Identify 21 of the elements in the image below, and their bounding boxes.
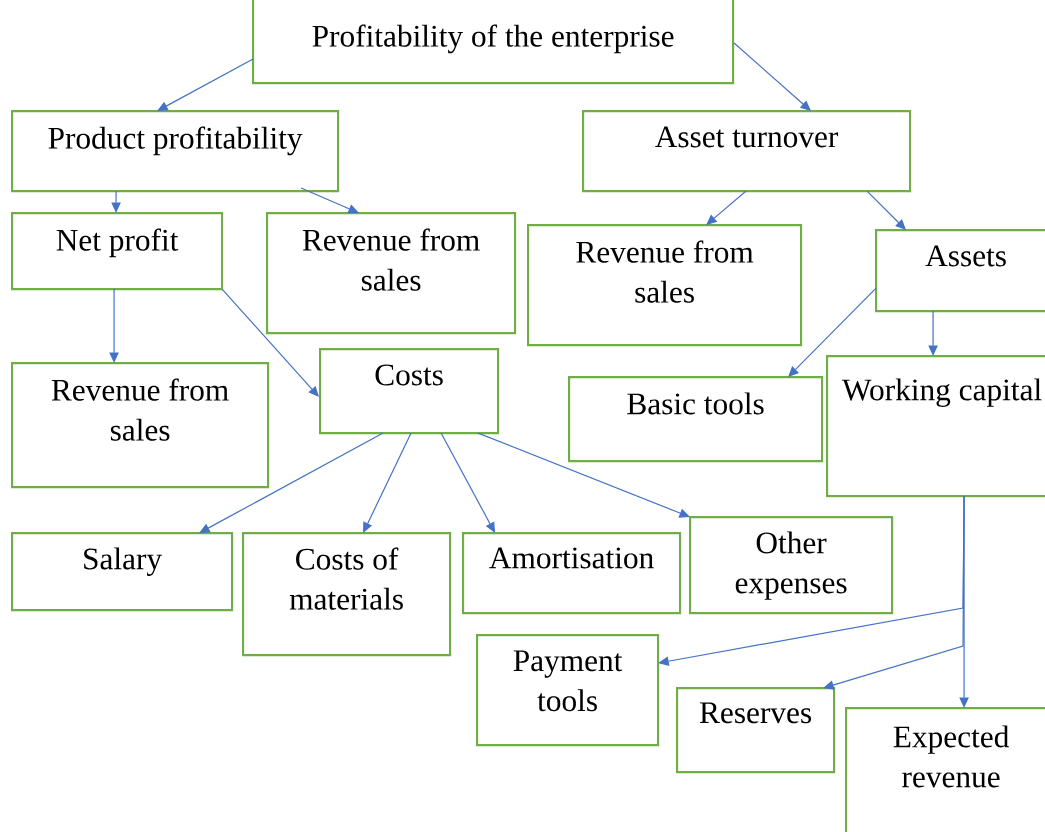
process-box: Basic tools [568, 376, 824, 463]
process-box: Salary [11, 532, 234, 612]
process-box: Product profitability [11, 110, 340, 193]
arrow [111, 190, 121, 213]
process-box: Revenue from sales [11, 362, 270, 489]
process-box: Profitability of the enterprise [252, 0, 735, 85]
arrow [928, 310, 938, 356]
process-box: Revenue from sales [527, 224, 803, 347]
process-box: Costs of materials [242, 532, 452, 657]
process-box: Costs [319, 348, 500, 435]
process-box: Working capital [826, 355, 1045, 498]
process-box: Expected revenue [845, 707, 1045, 832]
arrow [109, 288, 119, 363]
process-box: Revenue from sales [266, 212, 517, 335]
process-box: Reserves [676, 687, 836, 774]
process-box: Other expenses [689, 516, 894, 615]
process-box: Asset turnover [582, 110, 912, 193]
process-box: Net profit [11, 212, 224, 291]
process-box: Assets [875, 229, 1045, 313]
process-box: Amortisation [462, 532, 682, 615]
process-box: Payment tools [476, 634, 660, 747]
